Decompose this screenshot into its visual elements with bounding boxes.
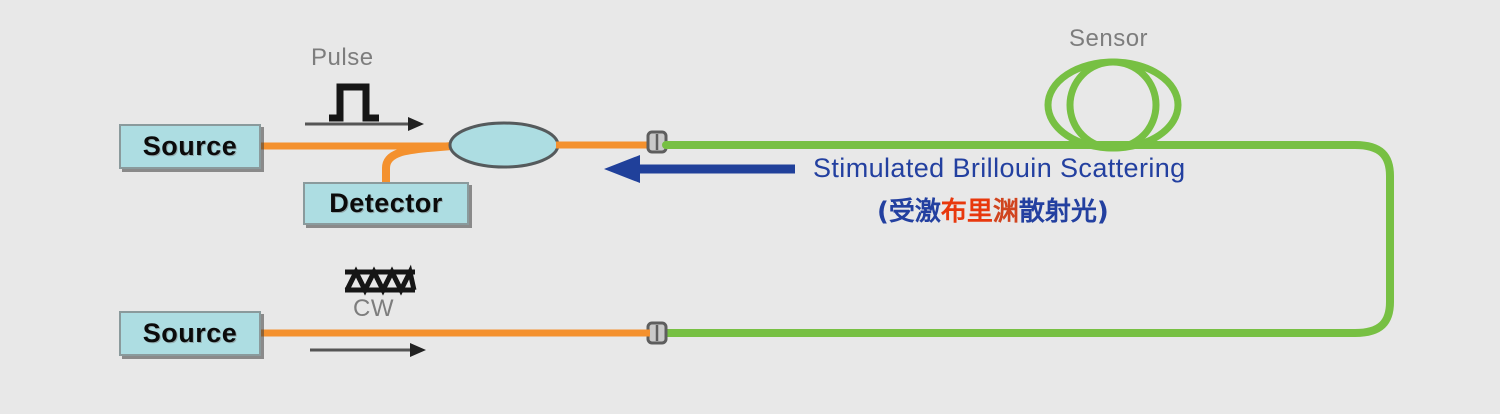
sbs-english-text: Stimulated Brillouin Scattering xyxy=(813,153,1186,183)
sensor-label: Sensor xyxy=(1069,25,1148,53)
detector-box[interactable]: Detector xyxy=(303,182,469,225)
optical-coupler xyxy=(448,121,560,169)
sine-wave-icon xyxy=(344,264,417,296)
sbs-english-label: Stimulated Brillouin Scattering xyxy=(813,153,1186,184)
sbs-chinese-highlight: 布里 xyxy=(940,197,993,227)
fiber-connector-icon-top xyxy=(646,130,668,154)
pulse-label: Pulse xyxy=(311,44,374,72)
cw-label: CW xyxy=(353,295,394,323)
sensor-label-text: Sensor xyxy=(1069,25,1149,52)
fiber-coil-icon xyxy=(1044,58,1182,152)
sbs-chinese-highlight-mixed: 渊 xyxy=(992,197,1019,227)
fiber-detector-to-coupler xyxy=(382,142,456,187)
sbs-chinese-open: (受激 xyxy=(877,197,941,227)
detector-label: Detector xyxy=(329,188,443,218)
source-cw-label: Source xyxy=(142,318,238,348)
sbs-chinese-close: 散射光) xyxy=(1018,197,1109,227)
fiber-green-loop xyxy=(662,141,1394,337)
source-cw-box[interactable]: Source xyxy=(119,311,261,356)
source-pulse-label: Source xyxy=(142,131,238,161)
square-pulse-icon xyxy=(329,83,379,122)
arrow-right-icon-cw xyxy=(310,343,426,357)
cw-label-text: CW xyxy=(353,295,394,322)
pulse-label-text: Pulse xyxy=(311,44,374,71)
fiber-connector-icon-bottom xyxy=(646,321,668,345)
sbs-chinese-label: (受激布里渊散射光) xyxy=(877,191,1109,228)
arrow-left-icon-sbs xyxy=(604,155,795,183)
source-pulse-box[interactable]: Source xyxy=(119,124,261,169)
arrow-right-icon-pulse xyxy=(305,117,424,131)
